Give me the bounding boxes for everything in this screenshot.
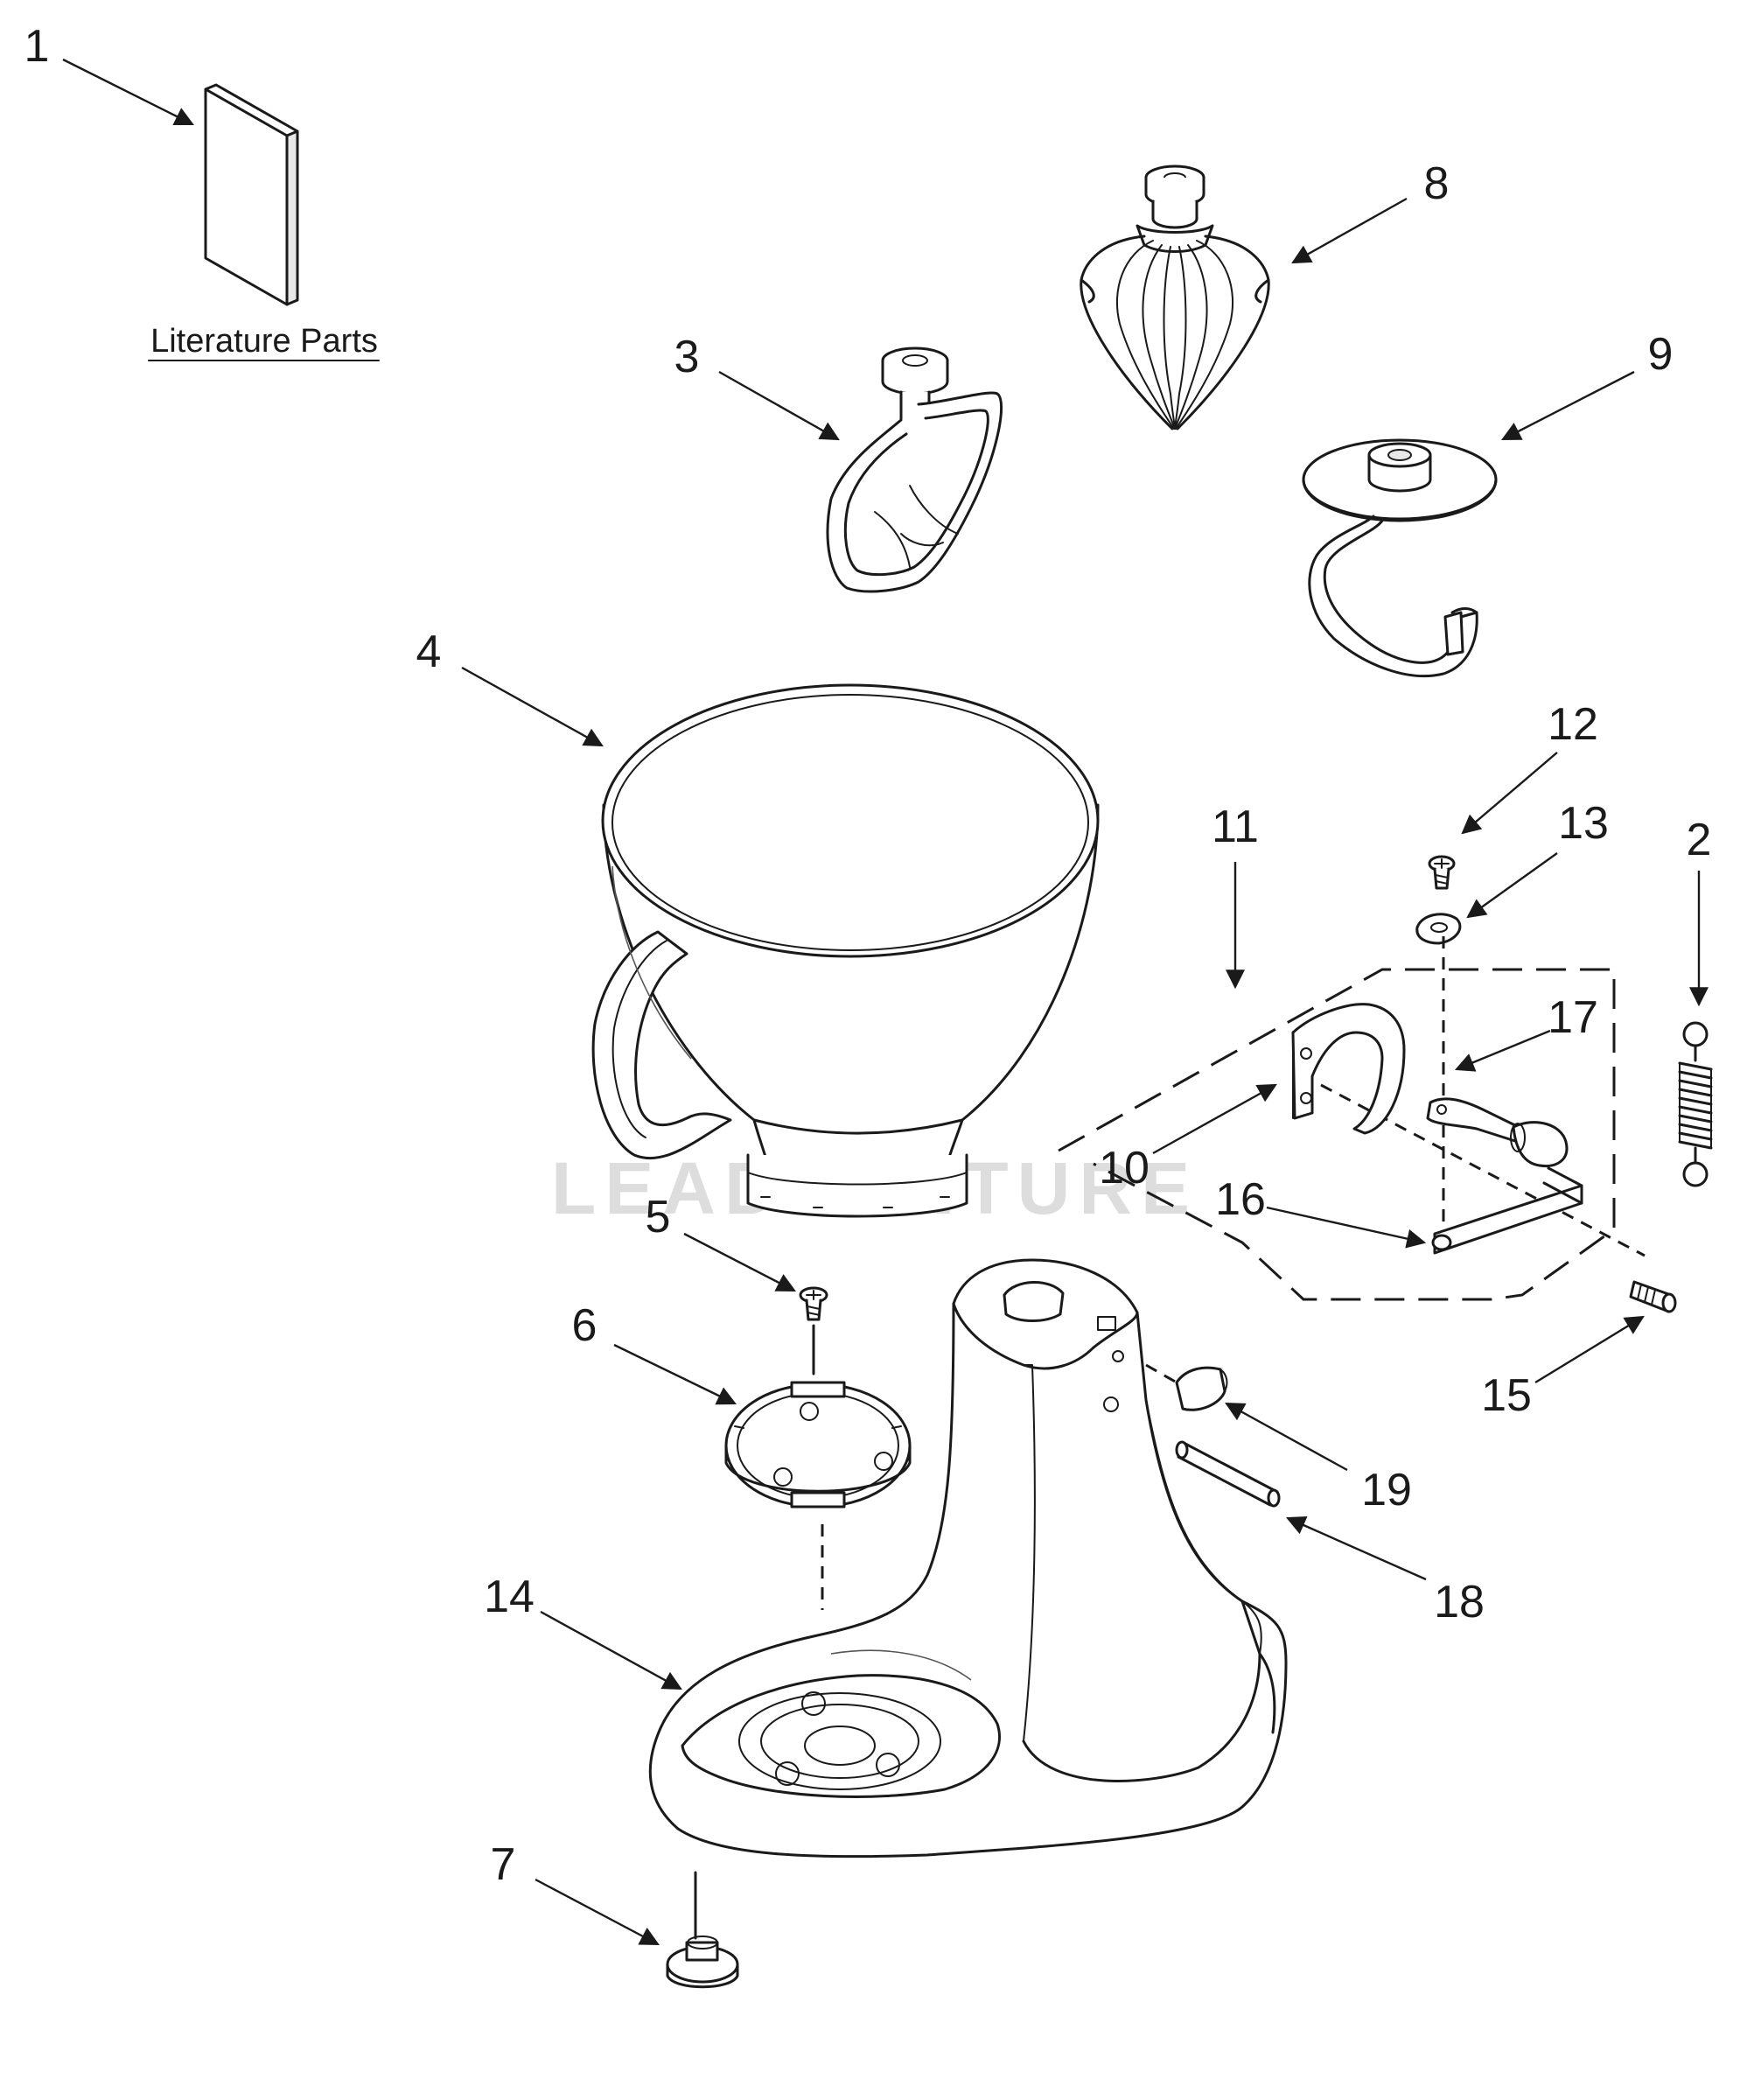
callout-11: 11 [1212,802,1259,852]
callout-4: 4 [416,626,442,677]
washer-13-part [1415,913,1462,945]
clip-part [1145,1363,1228,1411]
callout-17: 17 [1548,992,1598,1043]
threaded-pin-part [1629,1280,1677,1313]
callout-2: 2 [1687,815,1712,865]
screw-5-part [799,1286,828,1376]
foot-part [666,1871,739,1989]
bowl-clamp-plate-part [724,1381,912,1610]
wire-whip-part [1080,164,1270,430]
callout-13: 13 [1558,798,1609,849]
bowl-lift-assembly-part [1058,936,1646,1301]
callout-8: 8 [1424,158,1450,209]
bowl-lift-bracket-part [1291,1003,1406,1135]
leader-lines [62,58,1709,1946]
callout-16: 16 [1215,1174,1266,1225]
callout-labels: 1 2 3 4 5 6 7 8 9 10 11 12 13 14 15 16 1… [24,21,1712,1890]
lift-handle-part [1426,1097,1569,1168]
callout-6: 6 [572,1300,597,1351]
flat-beater-part [826,346,1003,593]
callout-1: 1 [24,21,50,72]
callout-18: 18 [1434,1577,1485,1628]
callout-19: 19 [1361,1465,1412,1516]
literature-parts-part: Literature Parts [148,83,380,361]
callout-9: 9 [1648,329,1674,380]
base-part [648,1258,1288,1858]
callout-5: 5 [646,1192,671,1242]
literature-parts-label: Literature Parts [150,323,378,360]
pin-part [1175,1440,1281,1508]
bowl-part [591,683,1100,1218]
callout-15: 15 [1481,1370,1532,1421]
callout-14: 14 [484,1572,535,1622]
lift-rod-part [1431,1166,1583,1255]
callout-12: 12 [1548,699,1598,750]
dough-hook-part [1302,438,1498,678]
callout-10: 10 [1099,1143,1150,1194]
callout-7: 7 [491,1839,516,1890]
screw-12-part [1428,855,1456,890]
spring-part [1678,1021,1713,1187]
callout-3: 3 [674,332,700,382]
